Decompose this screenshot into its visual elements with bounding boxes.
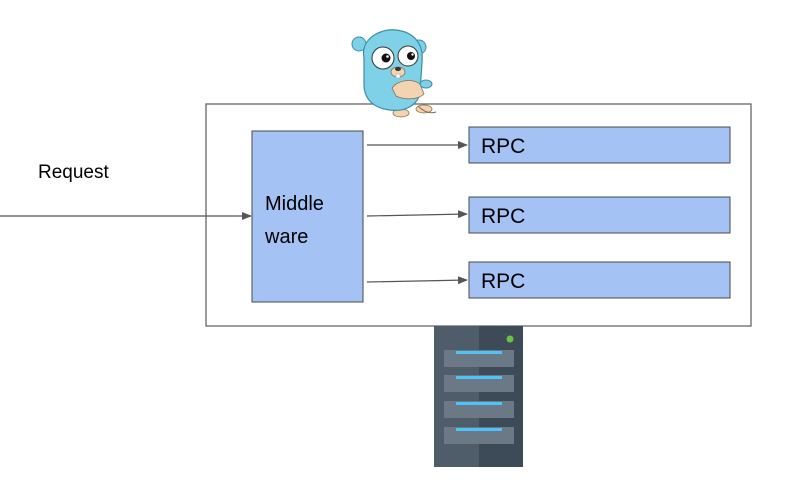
rpc-label-1: RPC xyxy=(481,135,525,158)
rpc-box-3: RPC xyxy=(468,261,731,299)
rpc-arrow-3 xyxy=(366,276,468,285)
rpc-label-2: RPC xyxy=(481,205,525,228)
middleware-label-line2: ware xyxy=(264,226,308,248)
server-icon xyxy=(434,326,523,467)
rpc-arrow-2 xyxy=(366,210,468,219)
request-label: Request xyxy=(38,162,109,183)
rpc-box-2: RPC xyxy=(468,196,731,234)
rpc-label-3: RPC xyxy=(481,270,525,293)
middleware-box: Middle ware xyxy=(251,130,364,303)
middleware-label-line1: Middle xyxy=(265,193,324,215)
gopher-icon xyxy=(351,29,437,118)
rpc-box-1: RPC xyxy=(468,126,731,164)
